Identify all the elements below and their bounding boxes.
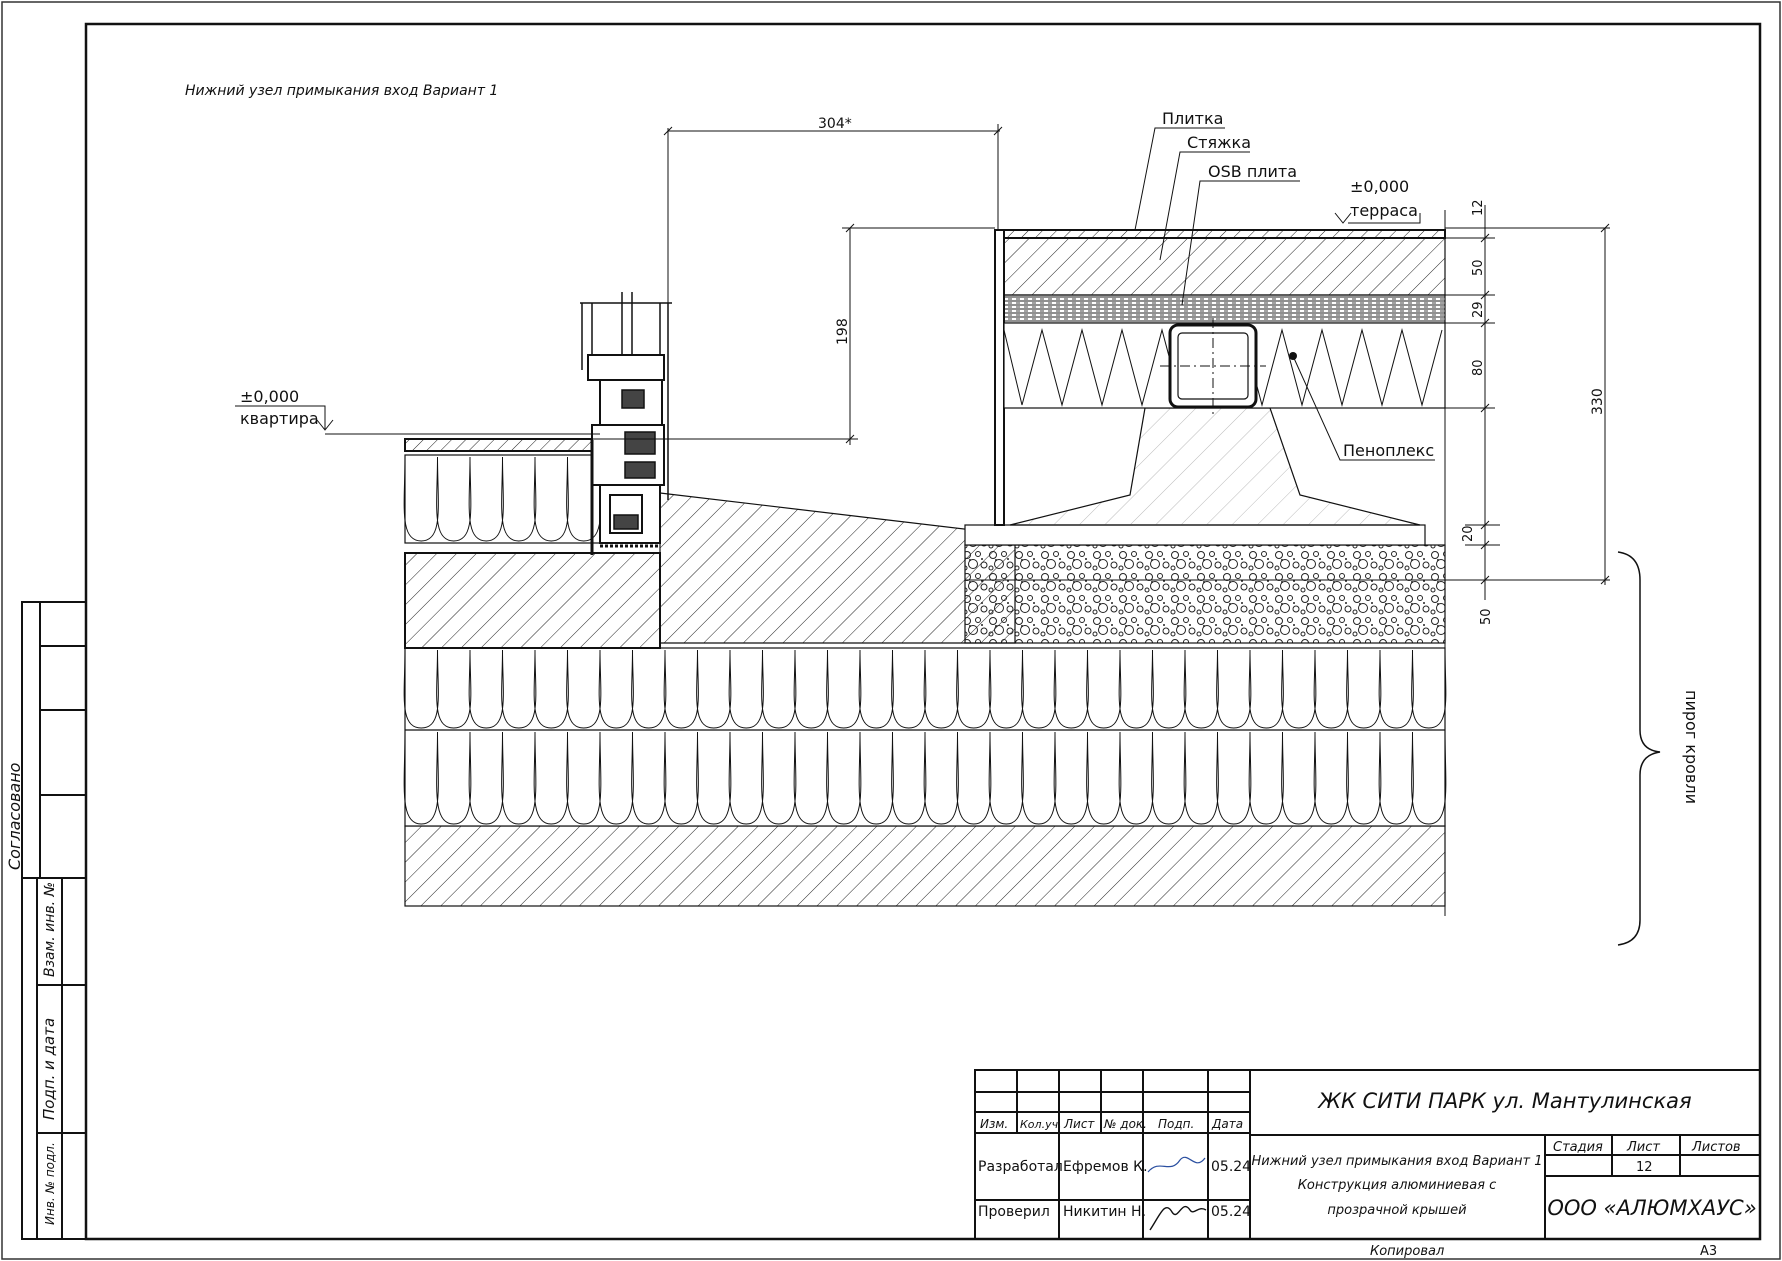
- developed-label: Разработал: [978, 1159, 1063, 1175]
- sheet-title-3: прозрачной крышей: [1327, 1203, 1466, 1218]
- title-block: [974, 1069, 1761, 1240]
- th-date: Дата: [1211, 1117, 1243, 1131]
- dim-12: 12: [1471, 199, 1486, 216]
- side-stamp: [21, 601, 87, 1240]
- insulation-layer-lower: [403, 731, 1447, 825]
- copied-label: Копировал: [1370, 1244, 1444, 1259]
- th-izm: Изм.: [980, 1117, 1008, 1131]
- drawing-title: Нижний узел примыкания вход Вариант 1: [185, 83, 498, 99]
- dim-50b: 50: [1479, 608, 1494, 625]
- level-right-value: ±0,000: [1350, 177, 1409, 196]
- signature-checker: [1149, 1205, 1207, 1231]
- floor-layers: [403, 438, 1447, 907]
- dim-330: 330: [1590, 388, 1606, 415]
- project-name: ЖК СИТИ ПАРК ул. Мантулинская: [1316, 1089, 1691, 1113]
- brace-label: пирог кровли: [1682, 690, 1701, 804]
- checked-label: Проверил: [978, 1204, 1050, 1220]
- format-label: А3: [1700, 1244, 1717, 1259]
- checked-name: Никитин Н.: [1063, 1204, 1146, 1220]
- sheet-title-1: Нижний узел примыкания вход Вариант 1: [1252, 1154, 1543, 1169]
- level-left-value: ±0,000: [240, 387, 299, 406]
- th-podp: Подп.: [1158, 1117, 1194, 1131]
- insulation-layer-upper: [403, 649, 1447, 729]
- callout-penoplex: Пеноплекс: [1343, 441, 1434, 460]
- stage-label: Стадия: [1553, 1140, 1603, 1155]
- dim-198: 198: [835, 318, 851, 345]
- side-sign-date-label: Подп. и дата: [40, 1018, 58, 1120]
- side-agreed-label: Согласовано: [5, 762, 24, 870]
- sheet-value: 12: [1636, 1160, 1653, 1175]
- signature-developer: [1147, 1156, 1206, 1173]
- dim-50a: 50: [1471, 259, 1486, 276]
- concrete-pedestal: [1009, 407, 1421, 526]
- dim-29: 29: [1471, 301, 1486, 318]
- callout-tile: Плитка: [1162, 109, 1223, 128]
- dim-20: 20: [1461, 525, 1476, 542]
- dim-80: 80: [1471, 359, 1486, 376]
- callout-osb: OSB плита: [1208, 162, 1297, 181]
- sheet-title-2: Конструкция алюминиевая с: [1298, 1178, 1497, 1193]
- level-left-name: квартира: [240, 409, 319, 428]
- company-name: ООО «АЛЮМХАУС»: [1547, 1196, 1756, 1220]
- sheet-label: Лист: [1626, 1140, 1660, 1155]
- th-kol: Кол.уч.: [1020, 1118, 1062, 1131]
- window-profile: [580, 292, 672, 555]
- sheets-label: Листов: [1691, 1140, 1741, 1155]
- developed-name: Ефремов К.: [1063, 1159, 1148, 1175]
- callout-screed: Стяжка: [1187, 133, 1251, 152]
- level-right-name: терраса: [1350, 201, 1418, 220]
- dim-304: 304*: [818, 116, 852, 132]
- checked-date: 05.24: [1211, 1204, 1251, 1220]
- terrace-layers: [994, 210, 1446, 916]
- apartment-insulation: [403, 456, 602, 542]
- developed-date: 05.24: [1211, 1159, 1251, 1175]
- dimension-lines: [235, 124, 1661, 946]
- side-swap-inv-label: Взам. инв. №: [42, 882, 58, 977]
- th-ndoc: № док.: [1103, 1117, 1147, 1131]
- th-list: Лист: [1063, 1117, 1095, 1131]
- side-inv-orig-label: Инв. № подл.: [43, 1142, 57, 1225]
